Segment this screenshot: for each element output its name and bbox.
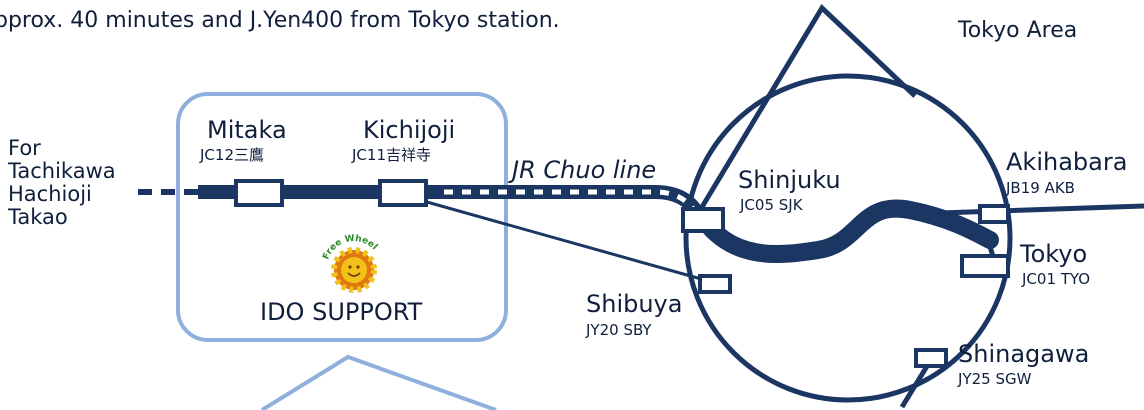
destination-takao: Takao [8, 205, 68, 230]
line-name-chuo: JR Chuo line [512, 156, 657, 184]
access-note: pprox. 40 minutes and J.Yen400 from Toky… [0, 8, 560, 33]
station-marker-mitaka[interactable] [234, 179, 284, 207]
station-code-mitaka: JC12三鷹 [200, 146, 264, 164]
station-code-shinagawa: JY25 SGW [958, 370, 1032, 388]
station-name-akihabara: Akihabara [1006, 148, 1128, 176]
station-marker-shinagawa[interactable] [914, 348, 948, 368]
office-name: IDO SUPPORT [260, 298, 423, 326]
callout-tail [260, 354, 497, 410]
station-name-kichijoji: Kichijoji [363, 116, 456, 144]
inokashira-line [401, 193, 713, 284]
station-code-kichijoji: JC11吉祥寺 [352, 146, 431, 164]
station-name-shinagawa: Shinagawa [958, 340, 1090, 368]
station-marker-tokyo[interactable] [960, 254, 1010, 278]
station-name-tokyo: Tokyo [1020, 240, 1088, 268]
station-marker-kichijoji[interactable] [378, 179, 428, 207]
sun-face-icon [341, 257, 367, 283]
destination-hachioji: Hachioji [8, 182, 92, 207]
free-wheel-logo: Free Wheel [321, 234, 379, 293]
station-code-shinjuku: JC05 SJK [740, 196, 803, 214]
station-code-tokyo: JC01 TYO [1022, 270, 1091, 288]
for-destinations: For Tachikawa Hachioji Takao [8, 136, 116, 230]
sobu-line [939, 203, 1144, 216]
upper-branch [699, 4, 917, 209]
station-marker-shinjuku[interactable] [681, 207, 725, 233]
chuo-line-curve [691, 199, 999, 263]
chuo-line-rapid [440, 185, 705, 218]
area-label: Tokyo Area [958, 18, 1078, 43]
station-code-shibuya: JY20 SBY [586, 321, 652, 339]
destination-tachikawa: Tachikawa [8, 159, 116, 184]
yamanote-loop [683, 73, 1013, 403]
station-name-shibuya: Shibuya [586, 290, 683, 318]
for-label: For [8, 136, 41, 160]
station-marker-shibuya[interactable] [698, 274, 732, 294]
station-marker-akihabara[interactable] [978, 204, 1010, 224]
station-code-akihabara: JB19 AKB [1006, 179, 1075, 197]
office-area-box [176, 92, 508, 342]
station-name-mitaka: Mitaka [207, 116, 287, 144]
station-name-shinjuku: Shinjuku [738, 166, 841, 194]
